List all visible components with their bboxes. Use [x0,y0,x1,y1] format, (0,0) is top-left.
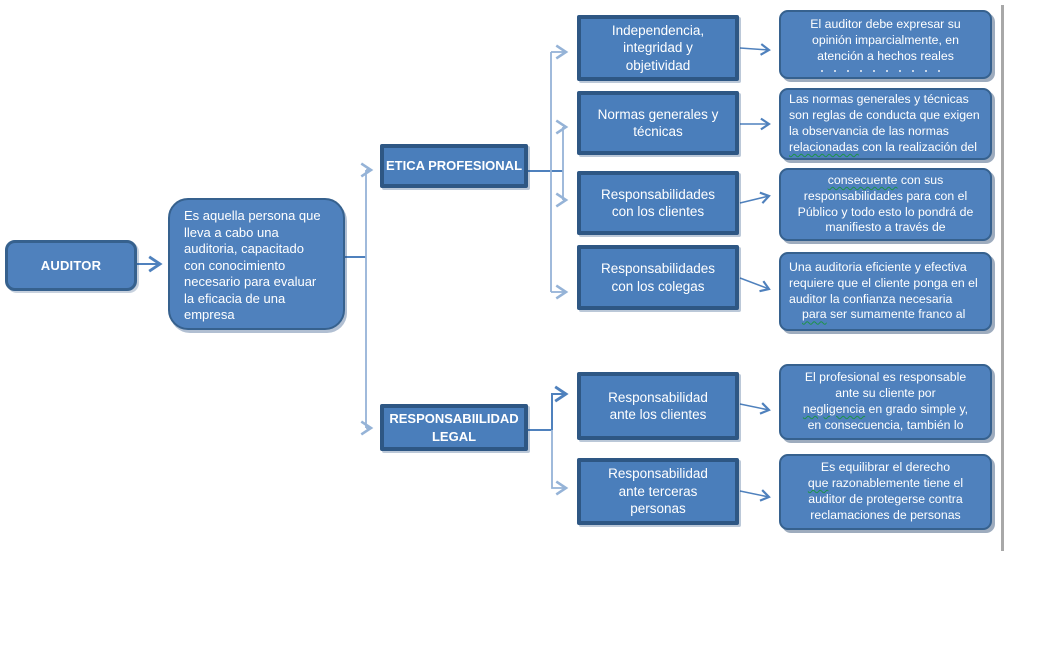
node-topic-normas[interactable]: Normas generales y técnicas [577,91,739,155]
topic-line: objetividad [625,57,691,73]
node-auditor-label: AUDITOR [40,258,102,273]
clipped-text-remnant [820,69,951,72]
page-edge-line [1001,5,1004,551]
detail-line: manifiesto a través de [825,220,946,235]
definition-line: auditoria, capacitado [184,241,304,256]
detail-line: Las normas generales y técnicas [789,92,969,107]
detail-line: son reglas de conducta que exigen [789,108,980,123]
node-topic-resp-terceras[interactable]: Responsabilidad ante terceras personas [577,458,739,525]
definition-line: lleva a cabo una [184,224,279,240]
connector-light-group [360,44,569,496]
node-detail-opinion[interactable]: El auditor debe expresar su opinión impa… [779,10,992,79]
definition-line: con conocimiento [184,257,286,273]
topic-line: Responsabilidades [600,186,716,202]
topic-line: con los clientes [611,204,705,219]
definition-line: empresa [184,307,235,322]
connector-legal-topic6 [551,430,569,496]
detail-line: reclamaciones de personas [810,507,961,522]
node-responsabilidad-legal[interactable]: RESPONSABIILIDAD LEGAL [380,404,528,451]
detail-line: negligencia en grado simple y, [802,402,969,416]
arrow-topic6-detail6 [739,489,771,502]
detail-line: El auditor debe expresar su [810,17,961,32]
connector-legal-topic5 [551,385,569,430]
detail-line: Es equilibrar el derecho [820,460,951,475]
detail-line: relacionadas con la realización del [789,139,977,154]
arrow-topic1-detail1 [739,43,771,56]
detail-line: responsabilidades para con el [803,188,968,203]
topic-line: personas [630,501,686,517]
detail-line: Público y todo esto lo pondrá de [797,204,974,219]
detail-line: en consecuencia, también lo [807,417,964,432]
node-detail-negligencia[interactable]: El profesional es responsable ante su cl… [779,364,992,440]
arrow-topic4-detail4 [739,277,771,293]
node-detail-normas[interactable]: Las normas generales y técnicas son regl… [779,88,992,160]
topic-line: Responsabilidad [608,466,708,482]
legal-label-line: LEGAL [431,428,477,444]
topic-line: ante terceras [618,483,698,499]
detail-line: auditor la confianza necesaria [789,291,953,306]
topic-line: con los colegas [611,278,705,294]
topic-line: ante los clientes [609,407,707,422]
topic-line: integridad y [623,40,693,56]
detail-line: ante su cliente por [835,386,936,401]
detail-line: requiere que el cliente ponga en el [789,275,978,290]
detail-line: para ser sumamente franco al [802,307,966,322]
detail-line: consecuente con sus [827,172,944,187]
detail-line: la observancia de las normas [789,124,949,138]
node-auditor[interactable]: AUDITOR [5,240,137,291]
etica-label: ETICA PROFESIONAL [385,158,523,173]
arrow-topic5-detail5 [739,402,771,415]
detail-line: opinión imparcialmente, en [812,33,959,48]
topic-line: Responsabilidades [600,261,716,276]
legal-label-line: RESPONSABIILIDAD [389,410,519,426]
connector-dark-group [137,170,569,431]
arrow-topic3-detail3 [739,191,771,204]
node-topic-resp-clientes[interactable]: Responsabilidades con los clientes [577,171,739,235]
node-topic-resp-colegas[interactable]: Responsabilidades con los colegas [577,245,739,310]
node-etica-profesional[interactable]: ETICA PROFESIONAL [380,144,528,188]
node-detail-publico[interactable]: consecuente con sus responsabilidades pa… [779,168,992,241]
detail-line: auditor de protegerse contra [808,492,963,506]
node-definition[interactable]: Es aquella persona que lleva a cabo una … [168,198,345,330]
definition-line: la eficacia de una [184,290,286,306]
detail-line: El profesional es responsable [804,370,967,385]
topic-detail-arrow-group [739,43,771,502]
detail-line: Una auditoria eficiente y efectiva [789,259,967,274]
topic-line: Responsabilidad [608,389,708,405]
definition-line: necesario para evaluar [184,274,317,289]
node-detail-confianza[interactable]: Una auditoria eficiente y efectiva requi… [779,252,992,331]
node-topic-resp-ante-clientes[interactable]: Responsabilidad ante los clientes [577,372,739,440]
node-detail-reclamaciones[interactable]: Es equilibrar el derecho que razonableme… [779,454,992,530]
topic-line: técnicas [633,124,683,139]
topic-line: Independencia, [611,22,705,38]
definition-line: Es aquella persona que [184,208,321,223]
topic-line: Normas generales y [597,106,719,122]
detail-line: que razonablemente tiene el [807,476,964,491]
detail-line: atención a hechos reales [817,48,954,63]
node-topic-independencia[interactable]: Independencia, integridad y objetividad [577,15,739,81]
